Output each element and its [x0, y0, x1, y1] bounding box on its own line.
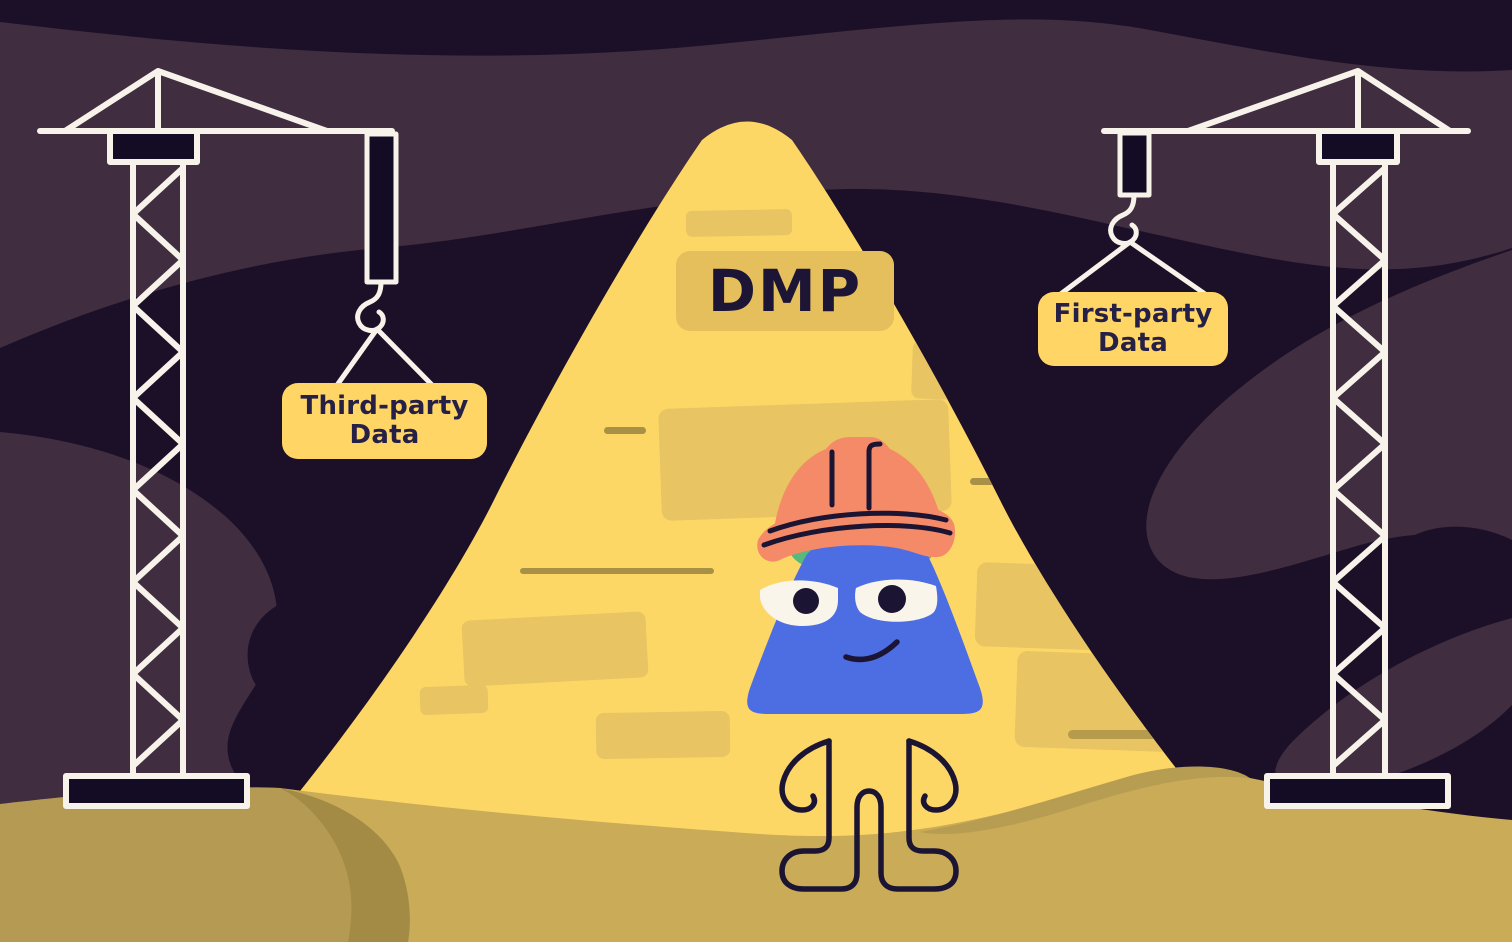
brick-joint-dash	[604, 427, 646, 434]
sign-line: Data	[349, 420, 420, 450]
crane-jib-truss	[1185, 68, 1453, 134]
hat-ridge-line	[866, 441, 883, 511]
left-arm	[779, 738, 832, 813]
swirl-left-blob	[0, 432, 290, 826]
brick	[595, 710, 731, 760]
left-pupil	[793, 588, 819, 614]
brick	[419, 685, 489, 715]
right-arm	[906, 738, 959, 813]
ground	[0, 766, 1512, 942]
dune-shadow-band	[280, 788, 410, 942]
crane-base	[63, 773, 250, 809]
crane-jib-truss	[62, 68, 330, 134]
right-crane-icon	[1055, 68, 1471, 809]
crane-trolley	[1117, 130, 1152, 198]
tower-lattice	[1330, 165, 1388, 769]
sign-line: First-party	[1053, 299, 1213, 330]
legs-and-boots	[779, 738, 959, 892]
hat-brim-line	[767, 510, 949, 534]
smile	[843, 639, 900, 663]
swirl-right-curl	[1383, 526, 1512, 603]
dune-right-accent	[920, 766, 1250, 834]
swirl-right-band	[1146, 250, 1512, 580]
sign-ropes	[332, 326, 438, 391]
crane-cab	[1316, 128, 1400, 165]
crane-cab	[107, 128, 200, 165]
sign-line: Third-party	[300, 391, 469, 422]
tower-lattice	[130, 165, 186, 769]
sign-line: Data	[1098, 328, 1168, 358]
left-crane-icon	[37, 68, 438, 809]
mascot-character	[747, 437, 983, 892]
brick	[685, 209, 793, 237]
dune-left-mound	[0, 787, 392, 942]
pyramid-label: DMP	[707, 257, 863, 325]
brick-joint-dash	[520, 568, 714, 574]
crane-hook-icon	[1108, 192, 1139, 246]
pyramid-label-plate: DMP	[676, 251, 894, 331]
sign-first-party-data: First-party Data	[1038, 292, 1228, 366]
swirl-left-curl	[247, 596, 312, 705]
right-pupil	[878, 585, 906, 613]
sign-third-party-data: Third-party Data	[282, 383, 487, 459]
crane-trolley	[364, 131, 399, 285]
hard-hat-brim	[757, 502, 956, 562]
sign-ropes	[1055, 239, 1211, 299]
brick	[461, 611, 649, 687]
hat-brim-line	[761, 523, 953, 548]
crane-hook-icon	[355, 279, 386, 333]
crane-base	[1264, 773, 1451, 809]
